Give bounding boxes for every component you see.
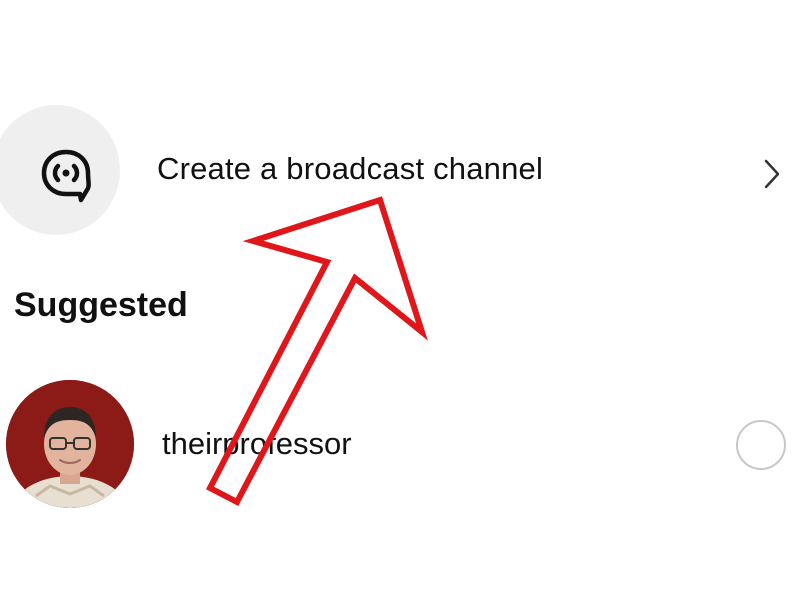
broadcast-channel-icon: [41, 149, 91, 203]
broadcast-icon-circle: [0, 105, 120, 235]
select-radio[interactable]: [736, 420, 786, 470]
avatar: [6, 380, 134, 508]
suggested-title: Suggested: [14, 286, 188, 324]
broadcast-channel-label: Create a broadcast channel: [157, 151, 544, 186]
user-row[interactable]: theirprofessor: [0, 380, 800, 510]
username: theirprofessor: [162, 426, 352, 461]
broadcast-channel-row[interactable]: Create a broadcast channel: [0, 105, 800, 235]
chevron-right-icon: [764, 159, 780, 189]
